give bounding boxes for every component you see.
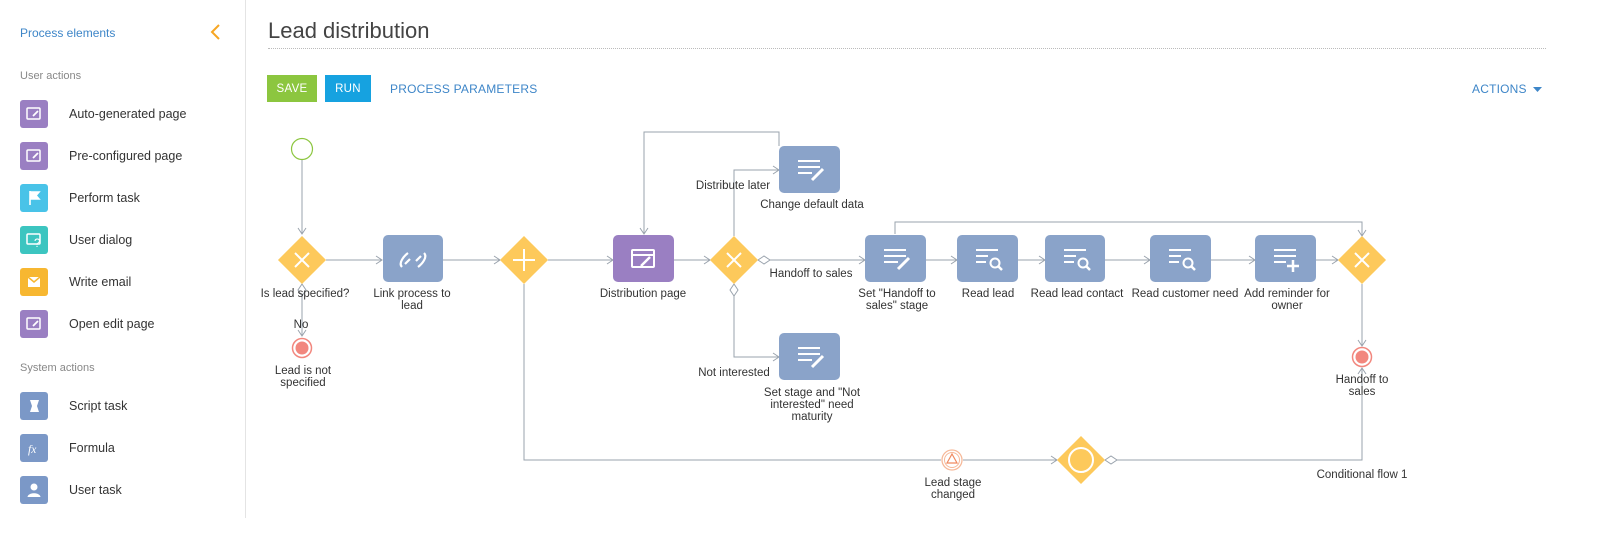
dialog-question-icon: ? [20, 226, 48, 254]
link-icon [399, 252, 427, 268]
task-read-lead-contact[interactable] [1045, 235, 1105, 282]
process-elements-sidebar: Process elements User actions Auto-gener… [0, 0, 246, 518]
event-based-gateway[interactable] [1056, 435, 1106, 485]
label-distribute-later: Distribute later [696, 180, 770, 192]
label-lead-stage-changed-1: Lead stage [925, 477, 982, 489]
section-user-actions: User actions [20, 70, 82, 82]
sidebar-item-label: Open edit page [69, 317, 155, 331]
edit-lines-icon [798, 347, 825, 369]
label-handoff-to-sales-flow: Handoff to sales [770, 268, 853, 280]
gateway-distribution-decision[interactable] [709, 235, 759, 285]
label-conditional-flow: Conditional flow 1 [1317, 469, 1408, 481]
sidebar-item-label: User task [69, 483, 122, 497]
script-icon [20, 392, 48, 420]
sidebar-item-label: User dialog [69, 233, 133, 247]
sidebar-item-auto-generated-page[interactable]: Auto-generated page [20, 99, 230, 129]
label-lead-not-specified-1: Lead is not [275, 365, 332, 377]
page-edit-icon [20, 100, 48, 128]
label-no: No [294, 319, 309, 331]
label-read-customer-need: Read customer need [1132, 288, 1239, 300]
end-event-marker [295, 341, 309, 355]
triangle-signal-icon [945, 452, 959, 464]
task-link-process-to-lead[interactable] [383, 235, 443, 282]
task-read-customer-need[interactable] [1150, 235, 1211, 282]
start-event[interactable] [290, 137, 314, 161]
sidebar-item-label: Auto-generated page [69, 107, 187, 121]
sidebar-item-user-task[interactable]: User task [20, 475, 230, 505]
page-edit-icon [20, 142, 48, 170]
label-lead-not-specified-2: specified [280, 377, 325, 389]
task-set-stage-not-interested[interactable] [779, 333, 840, 380]
add-item-icon [1274, 249, 1299, 272]
run-button[interactable]: RUN [325, 75, 371, 102]
sidebar-item-label: Script task [69, 399, 128, 413]
end-event-marker [1355, 350, 1369, 364]
label-set-stage-3: maturity [792, 411, 833, 423]
label-handoff-end-1: Handoff to [1336, 374, 1389, 386]
sidebar-item-user-dialog[interactable]: ? User dialog [20, 225, 230, 255]
label-lead-stage-changed-2: changed [931, 489, 975, 501]
sidebar-item-write-email[interactable]: Write email [20, 267, 230, 297]
label-link-process-2: lead [401, 300, 423, 312]
sidebar-item-script-task[interactable]: Script task [20, 391, 230, 421]
process-parameters-button[interactable]: PROCESS PARAMETERS [390, 82, 538, 96]
task-change-default-data[interactable] [779, 146, 840, 193]
label-read-lead: Read lead [962, 288, 1014, 300]
label-set-stage-1: Set stage and "Not [764, 387, 861, 399]
edit-lines-icon [884, 249, 911, 271]
gateway-merge[interactable] [1337, 235, 1387, 285]
sidebar-item-label: Pre-configured page [69, 149, 183, 163]
gateway-is-lead-specified[interactable] [277, 235, 327, 285]
section-system-actions: System actions [20, 362, 95, 374]
caret-down-icon [1533, 86, 1543, 92]
task-distribution-page[interactable] [613, 235, 674, 282]
actions-button[interactable]: ACTIONS [1472, 82, 1543, 96]
label-add-reminder-2: owner [1271, 300, 1302, 312]
label-read-lead-contact: Read lead contact [1031, 288, 1125, 300]
label-not-interested: Not interested [698, 367, 770, 379]
page-title: Lead distribution [268, 18, 430, 43]
svg-text:?: ? [34, 238, 40, 249]
task-read-lead[interactable] [957, 235, 1018, 282]
sidebar-item-formula[interactable]: fx Formula [20, 433, 230, 463]
sidebar-item-label: Perform task [69, 191, 140, 205]
sidebar-header: Process elements [20, 26, 116, 40]
label-set-stage-2: interested" need [770, 399, 853, 411]
sidebar-item-label: Write email [69, 275, 132, 289]
edit-lines-icon [798, 160, 825, 182]
sequence-flows [301, 131, 1363, 461]
label-distribution-page: Distribution page [600, 288, 686, 300]
sidebar-item-label: Formula [69, 441, 115, 455]
sidebar-item-pre-configured-page[interactable]: Pre-configured page [20, 141, 230, 171]
label-add-reminder-1: Add reminder for [1244, 288, 1330, 300]
read-data-icon [1064, 249, 1091, 271]
parallel-gateway[interactable] [499, 235, 549, 285]
collapse-sidebar-chevron-left-icon[interactable] [208, 22, 224, 42]
task-add-reminder-for-owner[interactable] [1255, 235, 1316, 282]
user-icon [20, 476, 48, 504]
task-set-handoff-stage[interactable] [865, 235, 926, 282]
label-link-process-1: Link process to [373, 288, 450, 300]
read-data-icon [976, 249, 1003, 271]
sidebar-item-open-edit-page[interactable]: Open edit page [20, 309, 230, 339]
label-is-lead-specified: Is lead specified? [261, 288, 350, 300]
flag-icon [20, 184, 48, 212]
read-data-icon [1169, 249, 1196, 271]
svg-text:fx: fx [28, 444, 37, 456]
fx-icon: fx [20, 434, 48, 462]
title-divider [268, 48, 1546, 49]
label-set-handoff-2: sales" stage [866, 300, 928, 312]
actions-label: ACTIONS [1472, 82, 1527, 96]
label-set-handoff-1: Set "Handoff to [858, 288, 935, 300]
label-change-default-data: Change default data [760, 199, 864, 211]
page-edit-icon [20, 310, 48, 338]
page-edit-icon [631, 249, 655, 268]
label-handoff-end-2: sales [1349, 386, 1376, 398]
envelope-icon [20, 268, 48, 296]
sidebar-item-perform-task[interactable]: Perform task [20, 183, 230, 213]
save-button[interactable]: SAVE [267, 75, 317, 102]
signal-event-lead-stage-changed[interactable] [941, 449, 963, 471]
